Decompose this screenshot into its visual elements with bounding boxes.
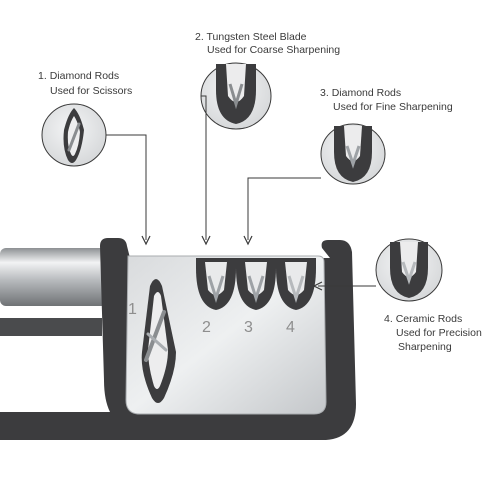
callout-3-lens [320,123,386,185]
callout-3-arrow [243,235,253,246]
slot-number-4: 4 [286,319,295,336]
callout-3-use: Used for Fine Sharpening [333,101,453,113]
callout-1-arrow [141,235,151,246]
callout-4-lens [375,238,443,302]
callout-3-name: 3. Diamond Rods [320,87,401,99]
slot-4-precision [276,258,316,310]
callout-3: 3. Diamond Rods Used for Fine Sharpening [243,87,453,246]
callout-2-name: 2. Tungsten Steel Blade [195,31,307,43]
slot-number-1: 1 [128,301,137,318]
callout-1: 1. Diamond Rods Used for Scissors [38,70,151,246]
sharpener-body: 1 2 3 4 [0,238,356,440]
callout-4-arrow [312,281,323,291]
slot-2-coarse [196,258,236,310]
callout-2-lens [200,62,272,130]
slot-number-3: 3 [244,319,253,336]
callout-4-use: Used for Precision [396,327,482,339]
handle-lower-bar [0,318,102,336]
callout-1-use: Used for Scissors [50,85,132,97]
callout-2-arrow [201,235,211,246]
steel-handle [0,248,112,306]
callout-2-use: Used for Coarse Sharpening [207,44,340,56]
callout-4: 4. Ceramic Rods Used for Precision Sharp… [312,238,482,353]
callout-4-use-line2: Sharpening [398,341,452,353]
callout-2: 2. Tungsten Steel Blade Used for Coarse … [195,31,340,246]
slot-1-scissors [141,279,176,403]
slot-3-fine [236,258,276,310]
callout-4-name: 4. Ceramic Rods [384,313,462,325]
callout-1-lens [41,103,107,167]
callout-3-leader [247,177,321,240]
steel-plate [125,255,327,415]
callout-1-leader [106,134,147,240]
slot-number-2: 2 [202,319,211,336]
callout-2-leader [201,95,207,240]
callout-1-name: 1. Diamond Rods [38,70,119,82]
